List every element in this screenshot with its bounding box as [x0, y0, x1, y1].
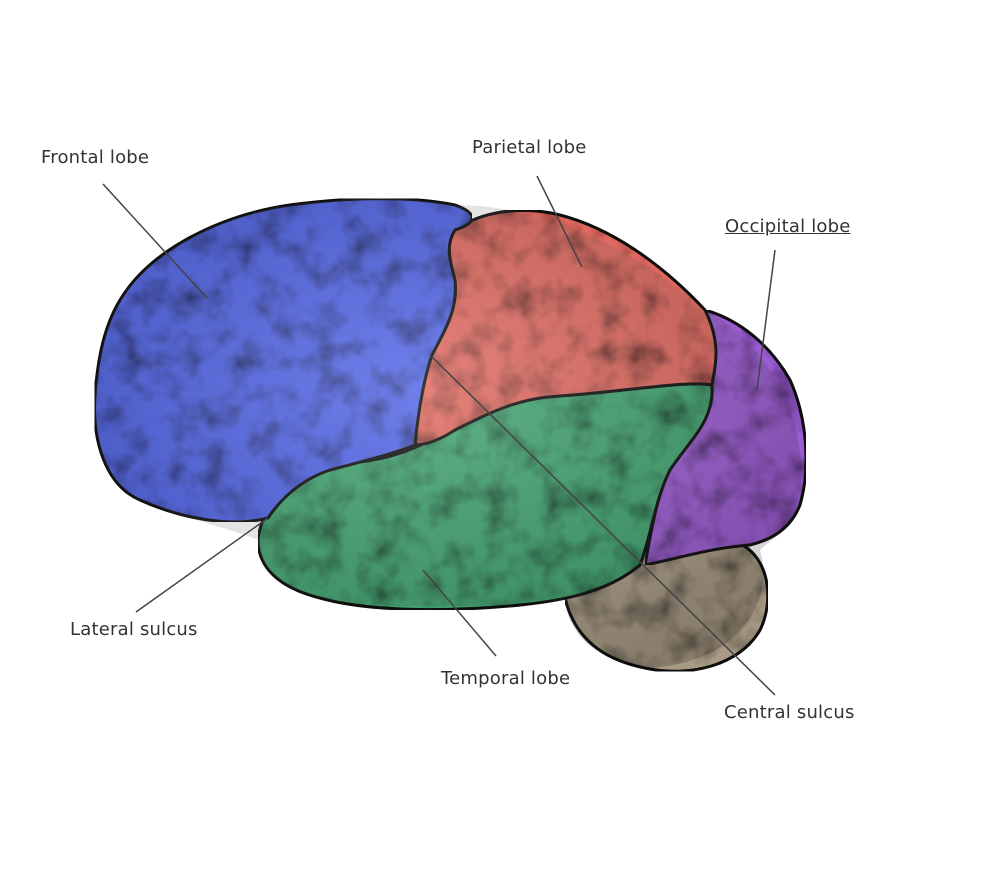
temporal-lobe-label: Temporal lobe — [441, 668, 570, 689]
lateral-leader-line — [136, 518, 268, 612]
frontal-lobe-label: Frontal lobe — [41, 147, 149, 168]
parietal-lobe-label: Parietal lobe — [472, 137, 586, 158]
central-sulcus-label: Central sulcus — [724, 702, 855, 723]
lateral-sulcus-label: Lateral sulcus — [70, 619, 198, 640]
occipital-lobe-link[interactable]: Occipital lobe — [725, 216, 851, 237]
